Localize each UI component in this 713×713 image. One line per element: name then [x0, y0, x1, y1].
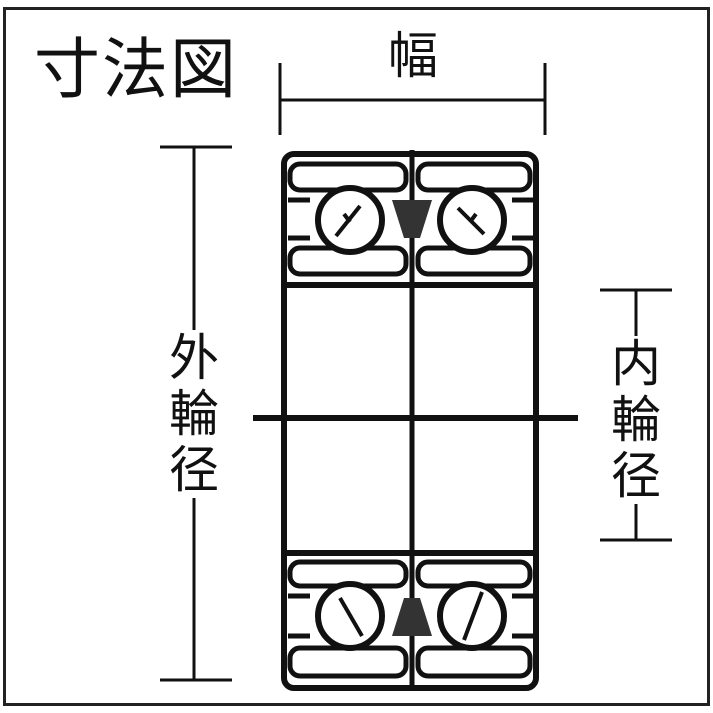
width-label: 幅	[388, 27, 438, 85]
bottom-ball-hatching	[338, 591, 484, 641]
inner-diameter-label: 内 輪 径	[606, 336, 666, 504]
outer-diameter-label: 外 輪 径	[164, 330, 224, 498]
outer-diameter-char-3: 径	[169, 441, 219, 499]
top-ball-hatching	[334, 204, 486, 238]
drawing-title: 寸法図	[34, 31, 238, 108]
top-center-spacer	[392, 200, 432, 238]
inner-diameter-char-3: 径	[611, 447, 661, 505]
width-dimension-line	[278, 63, 547, 135]
inner-diameter-char-2: 輪	[611, 391, 661, 449]
outer-diameter-char-2: 輪	[169, 385, 219, 443]
outer-diameter-char-1: 外	[169, 329, 219, 387]
inner-diameter-char-1: 内	[611, 335, 661, 393]
bottom-center-spacer	[392, 598, 432, 636]
